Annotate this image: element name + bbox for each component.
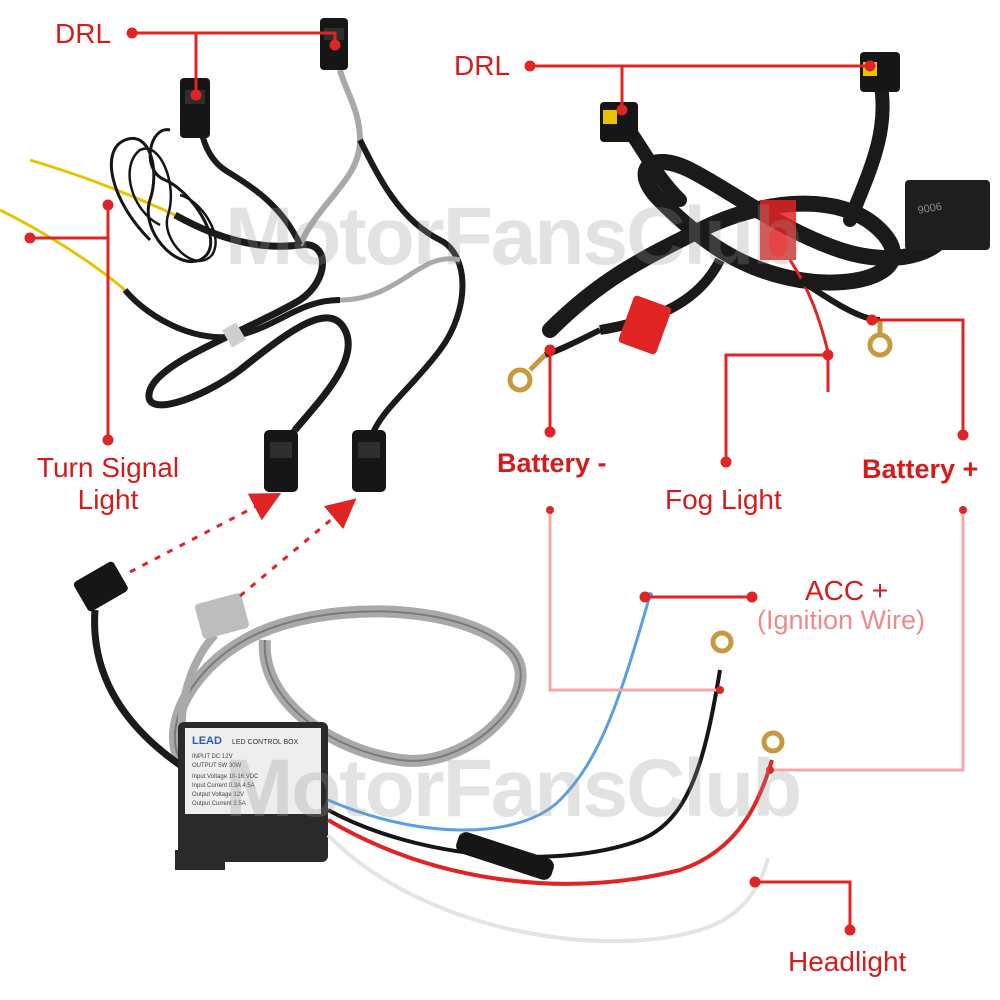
- connection-arrows: [129, 493, 357, 598]
- relay-text: 9006: [917, 201, 943, 217]
- fog-light-wire: [788, 259, 830, 353]
- red-fuse-holder: [618, 295, 672, 355]
- coiled-black-wire: [109, 128, 213, 264]
- grey-connector: [195, 593, 249, 639]
- arrow-black-connector: [129, 493, 282, 574]
- arrow-grey-connector: [239, 498, 357, 598]
- inline-fuse: [456, 832, 554, 880]
- callout-battery-minus-lower: [548, 510, 720, 692]
- module-title: LED CONTROL BOX: [232, 739, 299, 746]
- module-line2: OUTPUT 5W 30W: [192, 763, 242, 769]
- label-drl-left: DRL: [55, 18, 112, 49]
- red-battery-plus-wire: [326, 759, 774, 886]
- ring-terminal-minus: [710, 630, 734, 654]
- loom-lower: [599, 257, 725, 335]
- black-battery-minus-wire: [327, 669, 722, 859]
- relay-box: [905, 180, 990, 250]
- red-tape: [760, 200, 796, 260]
- label-ignition-wire: (Ignition Wire): [757, 605, 926, 635]
- grey-loop-dark: [174, 610, 522, 762]
- callout-headlight: [755, 880, 852, 930]
- ring-terminal-plus: [761, 730, 785, 754]
- module-line1: INPUT DC 12V: [192, 754, 233, 760]
- label-headlight: Headlight: [788, 946, 907, 977]
- lower-connector-left: [264, 430, 298, 492]
- yellow-wire-lower: [0, 208, 126, 292]
- label-turn-signal-line2: Light: [77, 484, 139, 515]
- grey-cable-right-loop: [357, 138, 466, 442]
- lower-connector-right: [352, 430, 386, 492]
- label-drl-right: DRL: [454, 50, 511, 81]
- module-brand: LEAD: [192, 735, 222, 747]
- module-line3: Input Voltage 10-16 VDC: [192, 774, 259, 780]
- cable-to-black-connector: [91, 609, 183, 768]
- label-turn-signal-line1: Turn Signal: [36, 452, 180, 483]
- callout-battery-plus-lower: [770, 510, 965, 772]
- blue-acc-wire: [327, 594, 652, 832]
- watermark-top: MotorFansClub: [225, 191, 802, 282]
- module-line4: Input Current 0.3A 4.5A: [192, 783, 255, 789]
- coil-loop-2: [128, 147, 217, 263]
- watermark-bottom: MotorFansClub: [225, 743, 802, 834]
- grey-cable-mid: [339, 256, 461, 303]
- label-fog-light: Fog Light: [665, 484, 782, 515]
- callout-lines-light: [546, 506, 967, 774]
- module-line6: Output Current 2.5A: [192, 801, 246, 807]
- battery-plus-ring: [867, 332, 893, 358]
- callout-lines: [24, 27, 969, 936]
- black-connector: [73, 561, 128, 612]
- callout-battery-plus-top: [872, 318, 965, 435]
- label-acc-plus: ACC +: [805, 575, 889, 606]
- loom-main: [542, 153, 958, 338]
- callout-drl-right: [530, 64, 870, 110]
- grey-cable-drl-2: [197, 114, 303, 247]
- label-turn-signal: Turn Signal Light: [28, 452, 188, 516]
- callout-turn-signal: [30, 205, 110, 440]
- battery-minus-ring: [507, 367, 533, 393]
- bottom-harness: LEAD LED CONTROL BOX INPUT DC 12V OUTPUT…: [73, 561, 785, 944]
- yellow-wire-upper: [29, 158, 176, 217]
- callout-drl-left: [132, 31, 337, 95]
- module-line5: Output Voltage 12V: [192, 792, 244, 798]
- label-battery-plus: Battery +: [862, 454, 979, 484]
- cable-tie: [222, 322, 246, 348]
- label-battery-minus: Battery -: [497, 448, 607, 478]
- white-headlight-wire: [326, 833, 770, 944]
- callout-fog-light: [724, 353, 830, 462]
- loom-upper-right: [843, 73, 890, 227]
